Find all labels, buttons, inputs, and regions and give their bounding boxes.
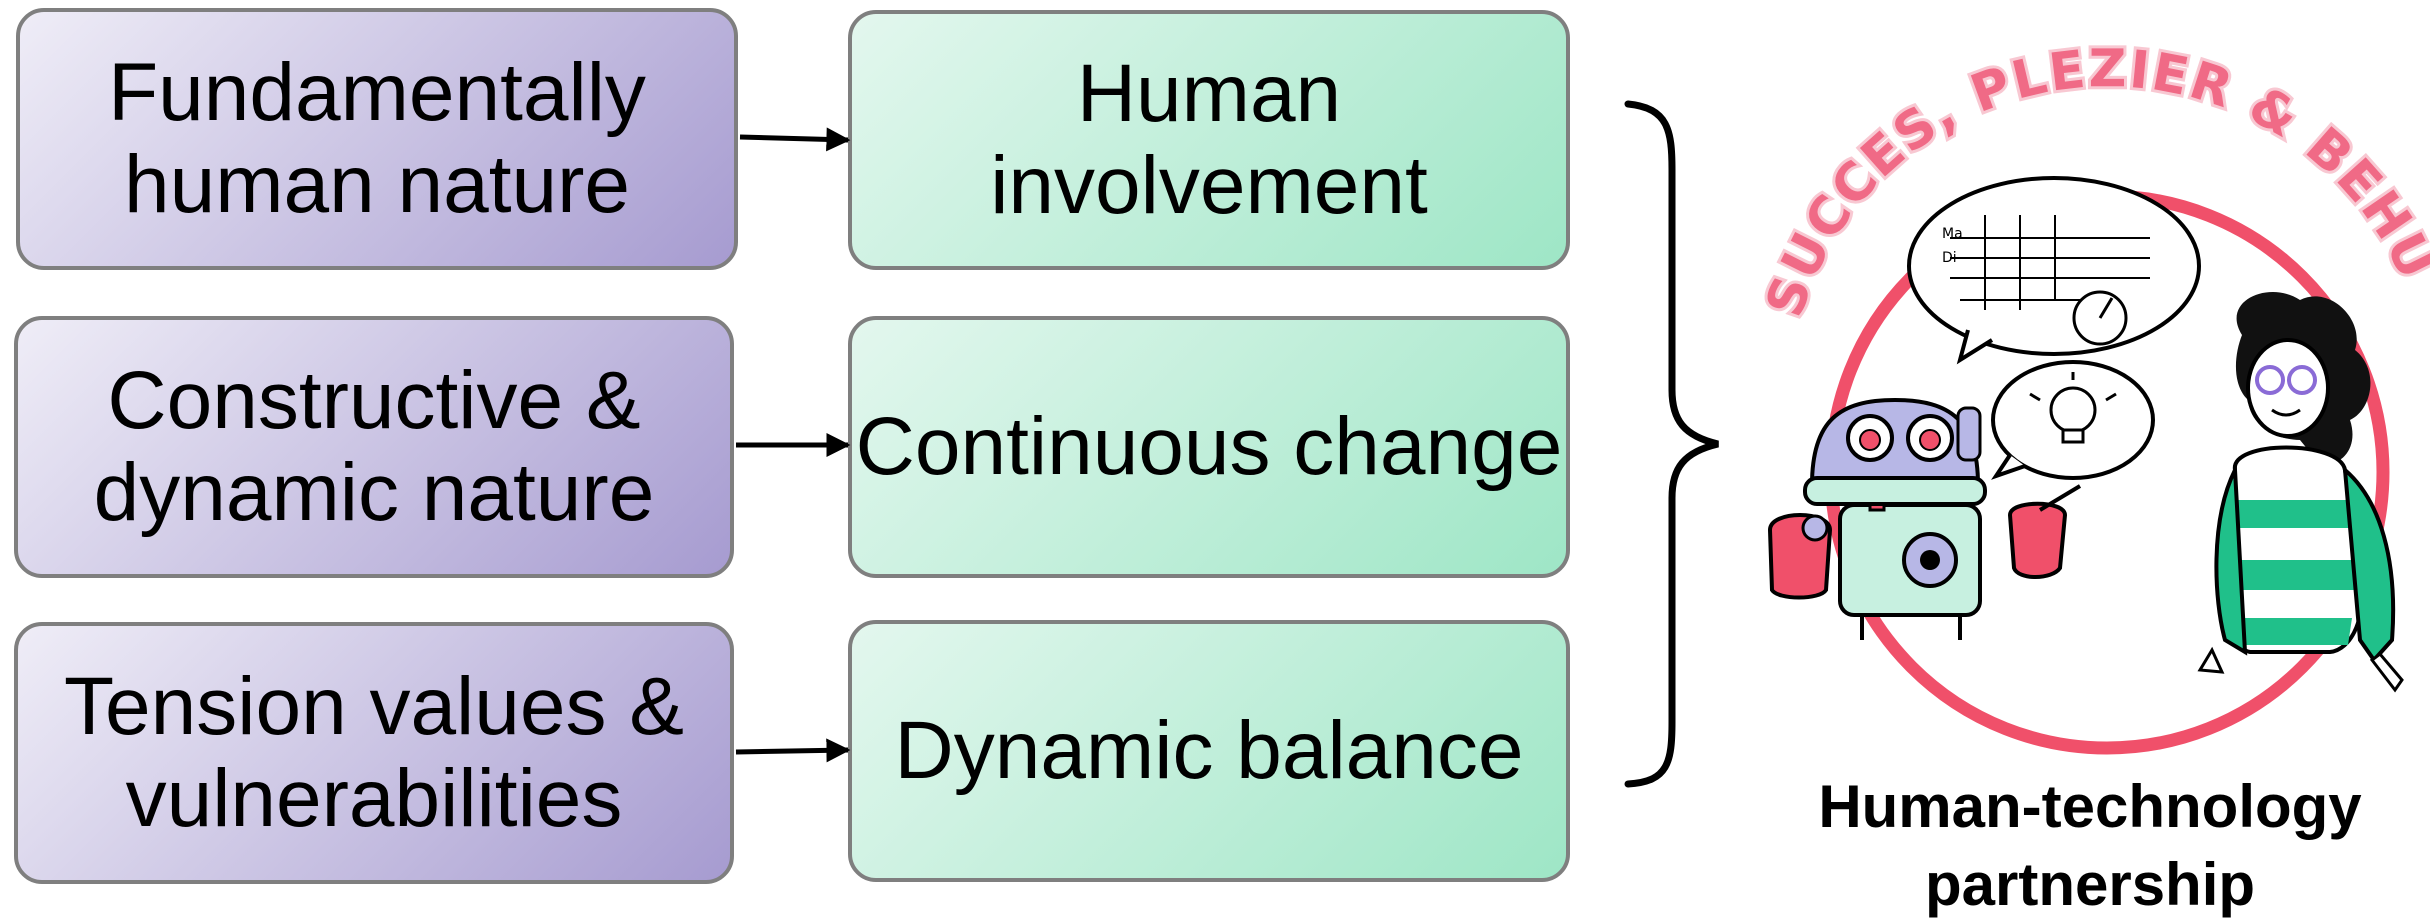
woman-figure	[2197, 292, 2404, 693]
lightbulb-speech-bubble	[1991, 360, 2155, 480]
principle-box-continuous-change: Continuous change	[848, 316, 1570, 578]
principle-label: Continuous change	[855, 401, 1563, 492]
principle-box-human-involvement: Human involvement	[848, 10, 1570, 270]
hand-icon	[2197, 646, 2225, 674]
cause-label: Fundamentally human nature	[108, 47, 646, 230]
cause-box-human-nature: Fundamentally human nature	[16, 8, 738, 270]
arrow-1	[739, 127, 851, 152]
cause-label: Tension values & vulnerabilities	[64, 661, 684, 844]
principle-box-dynamic-balance: Dynamic balance	[848, 620, 1570, 882]
principle-label: Dynamic balance	[894, 705, 1524, 796]
hand-icon	[2369, 651, 2404, 693]
cup-icon	[2007, 501, 2068, 579]
cause-box-tension-values: Tension values & vulnerabilities	[14, 622, 734, 884]
cause-box-dynamic-nature: Constructive & dynamic nature	[14, 316, 734, 578]
grouping-brace	[1624, 100, 1719, 788]
partnership-illustration: SUCCES, PLEZIER & BEHULPZAAMHEID Ma Di	[0, 0, 2430, 755]
robot-figure	[1767, 397, 2082, 640]
cause-label: Constructive & dynamic nature	[93, 355, 655, 538]
chart-speech-bubble: Ma Di	[1907, 176, 2201, 365]
principle-label: Human involvement	[990, 48, 1428, 231]
caption: Human-technology partnership	[1818, 773, 2362, 918]
headphone-icon	[1956, 406, 1982, 462]
arrow-3	[735, 738, 851, 763]
glasses-icon	[2255, 365, 2285, 395]
lightbulb-icon	[2029, 372, 2117, 444]
chart-label-ma: Ma	[1942, 226, 1963, 242]
chart-label-di: Di	[1942, 250, 1957, 266]
